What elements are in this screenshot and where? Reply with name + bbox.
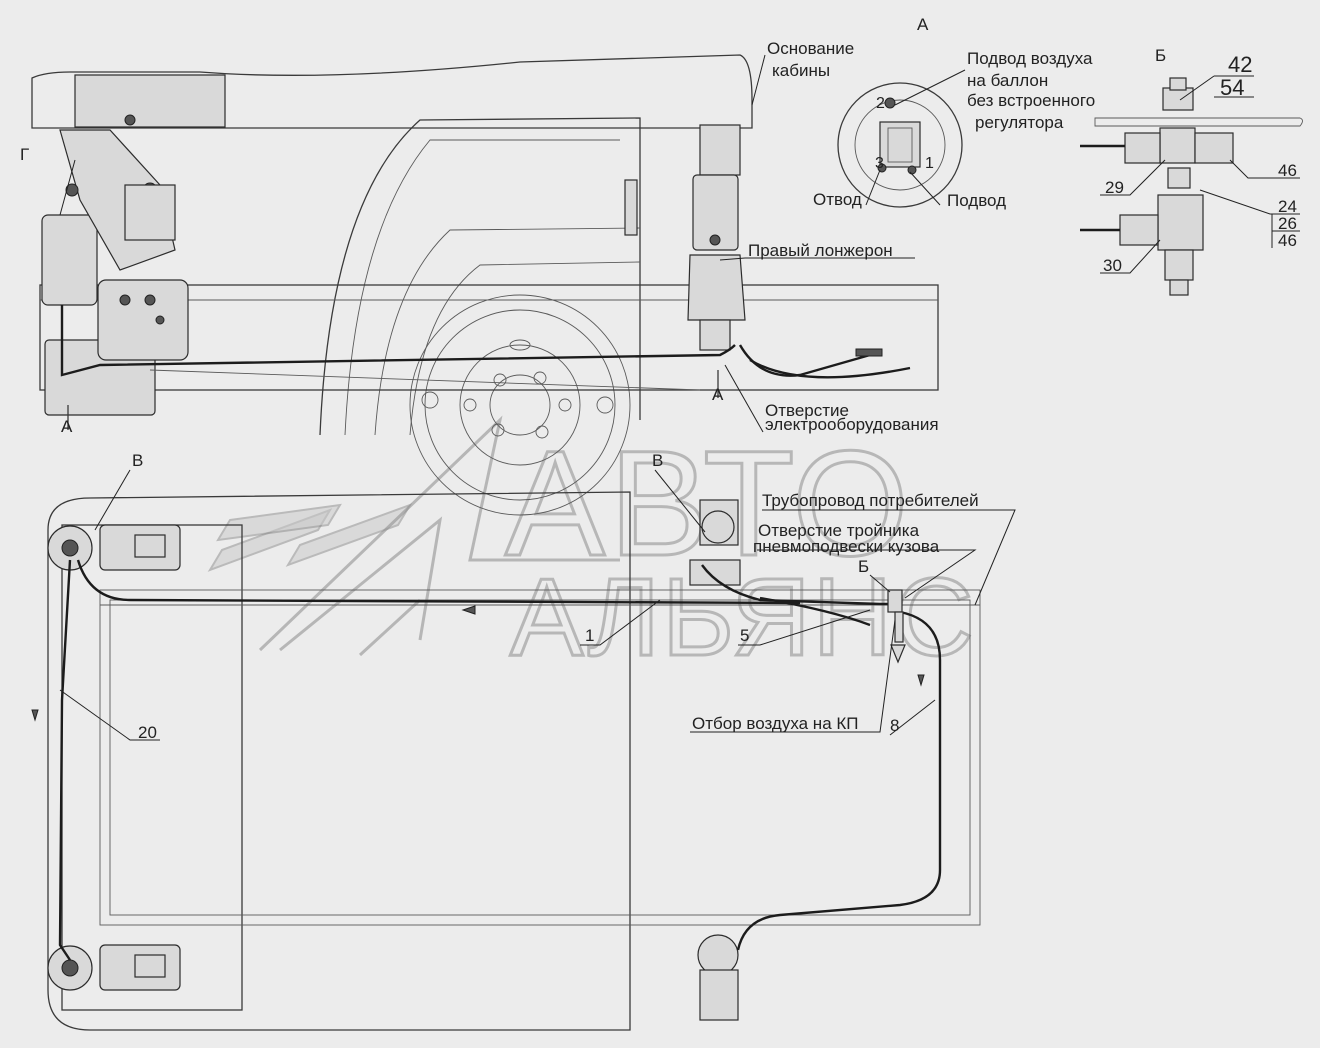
- letter-v-left: В: [132, 451, 143, 470]
- front-right-mount: [689, 499, 741, 586]
- callout-24: 24: [1278, 197, 1297, 216]
- cab-base-label-2: кабины: [772, 61, 830, 80]
- plan-line-1: [76, 559, 801, 605]
- watermark-text-2: АЛЬЯНС: [510, 556, 976, 679]
- tee-hole-label: Отверстие тройника: [758, 521, 920, 540]
- hole-electric-label-2: электрооборудования: [765, 415, 939, 434]
- callout-46-b: 46: [1278, 231, 1297, 250]
- right-spar: [39, 284, 939, 391]
- callout-46-a: 46: [1278, 161, 1297, 180]
- callout-26: 26: [1278, 214, 1297, 233]
- rear-left-mount: [47, 944, 181, 991]
- callout-8: 8: [890, 716, 899, 735]
- letter-b-tee: Б: [858, 557, 869, 576]
- callout-5: 5: [740, 626, 749, 645]
- consumer-pipe-label: Трубопровод потребителей: [762, 491, 979, 510]
- tee-b-plan: [887, 589, 904, 643]
- plan-line-20: [58, 559, 72, 961]
- callout-42: 42: [1228, 52, 1252, 77]
- cab-base-outline: [31, 54, 753, 129]
- air-supply-label: Подвод воздуха: [967, 49, 1093, 68]
- arrow-a-right: А: [712, 385, 724, 404]
- rear-cab-mount: [624, 124, 746, 351]
- callout-30: 30: [1103, 256, 1122, 275]
- plan-line-8: [736, 610, 942, 951]
- fender-arch: [319, 117, 641, 436]
- letter-v-right: В: [652, 451, 663, 470]
- cab-base-label: Основание: [767, 39, 854, 58]
- port-1-label: 1: [925, 155, 934, 172]
- leader-lines: [59, 54, 1300, 741]
- air-supply-label-4: регулятора: [975, 113, 1064, 132]
- left-panel: [61, 524, 243, 1011]
- front-left-mount: [47, 524, 181, 571]
- right-spar-label: Правый лонжерон: [748, 241, 893, 260]
- port-3-label: 3: [875, 155, 884, 172]
- wheel: [409, 294, 631, 516]
- detail-view-a: [837, 82, 963, 208]
- letter-g: Г: [20, 145, 29, 164]
- view-a-title: А: [917, 15, 929, 34]
- gearbox-air-label: Отбор воздуха на КП: [692, 714, 859, 733]
- watermark-logo: [207, 415, 620, 657]
- upper-air-line: [60, 305, 736, 377]
- air-supply-label-2: на баллон: [967, 71, 1048, 90]
- tee-hole-label-2: пневмоподвески кузова: [753, 537, 940, 556]
- front-cab-mount: [41, 74, 226, 416]
- callout-29: 29: [1105, 178, 1124, 197]
- arrow-a-left: А: [61, 417, 73, 436]
- callout-54: 54: [1220, 75, 1244, 100]
- port-2-label: 2: [876, 95, 885, 112]
- detail-view-b: [1080, 77, 1303, 296]
- outlet-label: Отвод: [813, 190, 862, 209]
- inlet-label: Подвод: [947, 191, 1006, 210]
- plan-view: [31, 491, 981, 1031]
- callout-1: 1: [585, 626, 594, 645]
- hole-electric-label: Отверстие: [765, 401, 849, 420]
- cab-floor-outline: [47, 491, 631, 1031]
- frame-rails: [99, 589, 981, 926]
- labels: А Б Основание кабины Подвод воздуха на б…: [20, 15, 1297, 742]
- rear-right-mount: [697, 934, 739, 1021]
- air-supply-label-3: без встроенного: [967, 91, 1095, 110]
- callout-20: 20: [138, 723, 157, 742]
- side-view: [31, 54, 939, 516]
- view-b-title: Б: [1155, 46, 1166, 65]
